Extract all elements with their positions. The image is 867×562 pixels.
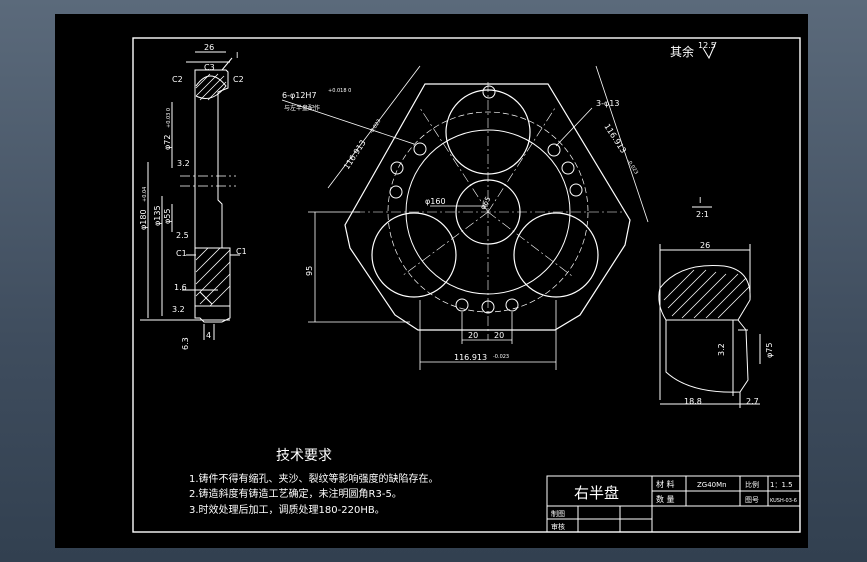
detail-hatch xyxy=(663,269,751,319)
tb-quantity-label: 数 量 xyxy=(656,494,675,504)
side-rough-25: 2.5 xyxy=(176,231,189,240)
front-view xyxy=(281,65,649,370)
detail-outline-bottom xyxy=(665,319,749,393)
detail-rough-32: 3.2 xyxy=(717,343,726,356)
front-center-lines xyxy=(355,82,622,340)
side-chamfer-c1-left: C1 xyxy=(176,249,187,258)
front-holes-note-2: 与左半盘配作 xyxy=(284,104,320,112)
drawing-title: 右半盘 xyxy=(574,484,619,502)
side-hatch-top xyxy=(195,73,227,101)
side-dia-180: φ180 xyxy=(139,209,148,230)
front-bore-right xyxy=(513,212,599,298)
tb-drafter-label: 制图 xyxy=(551,509,565,518)
tech-requirements: 技术要求 1.铸件不得有缩孔、夹沙、裂纹等影响强度的缺陷存在。 2.铸造斜度有铸… xyxy=(189,448,439,516)
side-dia-72-tol: +0.03 0 xyxy=(166,108,172,128)
tech-item-3: 3.时效处理后加工，调质处理180-220HB。 xyxy=(189,503,385,516)
front-holes-note: 6-φ12H7 xyxy=(282,91,317,100)
tb-material-label: 材 料 xyxy=(656,479,675,489)
front-view-outline xyxy=(344,83,631,331)
front-dim-116-bottom-tol: -0.023 xyxy=(493,354,509,360)
detail-dim-27: 2.7 xyxy=(746,397,759,406)
tech-item-1: 1.铸件不得有缩孔、夹沙、裂纹等影响强度的缺陷存在。 xyxy=(189,472,439,485)
detail-dim-26: 26 xyxy=(700,241,710,250)
detail-view-labels: I 2:1 26 3.2 φ75 18.8 2.7 xyxy=(684,196,774,406)
side-dia-135: φ135 xyxy=(153,205,162,226)
tech-title: 技术要求 xyxy=(276,448,332,464)
front-dim-20-b: 20 xyxy=(494,331,504,340)
side-view-labels: 26 I C3 C2 C2 φ72 +0.03 0 3.2 φ180 +0.04… xyxy=(139,43,247,350)
side-dia-55: φ55 xyxy=(163,209,172,224)
side-dia-72: φ72 xyxy=(163,135,172,150)
front-holes-note-tol: +0.018 0 xyxy=(328,88,351,94)
front-holes-3: 3-φ13 xyxy=(596,99,619,108)
tb-drawing-no-value: KUSH-03-6 xyxy=(770,498,797,504)
front-dia-160: φ160 xyxy=(425,197,446,206)
roughness-symbol-icon xyxy=(702,41,717,60)
side-dia-180-tol: +0.04 xyxy=(142,187,148,202)
side-chamfer-c2-right: C2 xyxy=(233,75,244,84)
title-block-labels: 右半盘 材 料 ZG40Mn 比例 1：1.5 数 量 图号 KUSH-03-6… xyxy=(551,479,797,531)
side-rough-63: 6.3 xyxy=(181,337,190,350)
detail-dia-75: φ75 xyxy=(765,343,774,358)
general-roughness-label: 其余 xyxy=(670,44,694,59)
front-dim-95: 95 xyxy=(305,266,314,276)
side-chamfer-c3: C3 xyxy=(204,63,215,72)
detail-label: I xyxy=(699,196,701,205)
tb-drawing-no-label: 图号 xyxy=(745,496,759,504)
title-block xyxy=(546,475,801,533)
detail-scale: 2:1 xyxy=(696,210,709,219)
side-dim-width: 26 xyxy=(204,43,214,52)
tech-item-2: 2.铸造斜度有铸造工艺确定，未注明圆角R3-5。 xyxy=(189,487,402,500)
side-dim-4: 4 xyxy=(206,331,211,340)
general-roughness-value: 12.5 xyxy=(698,41,716,50)
tb-checker-label: 审核 xyxy=(551,522,565,531)
side-chamfer-c2-left: C2 xyxy=(172,75,183,84)
front-dim-116-bottom: 116.913 xyxy=(454,353,487,362)
tb-scale-value: 1：1.5 xyxy=(770,481,793,489)
side-view xyxy=(140,51,240,340)
general-roughness-note: 其余 12.5 xyxy=(670,41,717,60)
front-bore-left xyxy=(371,212,457,298)
tb-material-value: ZG40Mn xyxy=(697,481,727,489)
front-dim-lines xyxy=(281,65,649,370)
side-rough-32-b: 3.2 xyxy=(172,305,185,314)
drawing-frame xyxy=(132,37,801,533)
front-dim-20-a: 20 xyxy=(468,331,478,340)
tb-scale-label: 比例 xyxy=(745,480,759,489)
detail-dim-188: 18.8 xyxy=(684,397,702,406)
detail-view xyxy=(658,206,761,408)
side-chamfer-c1-right: C1 xyxy=(236,247,247,256)
side-rough-32-a: 3.2 xyxy=(177,159,190,168)
side-section-mark: I xyxy=(236,51,238,60)
side-rough-16: 1.6 xyxy=(174,283,187,292)
